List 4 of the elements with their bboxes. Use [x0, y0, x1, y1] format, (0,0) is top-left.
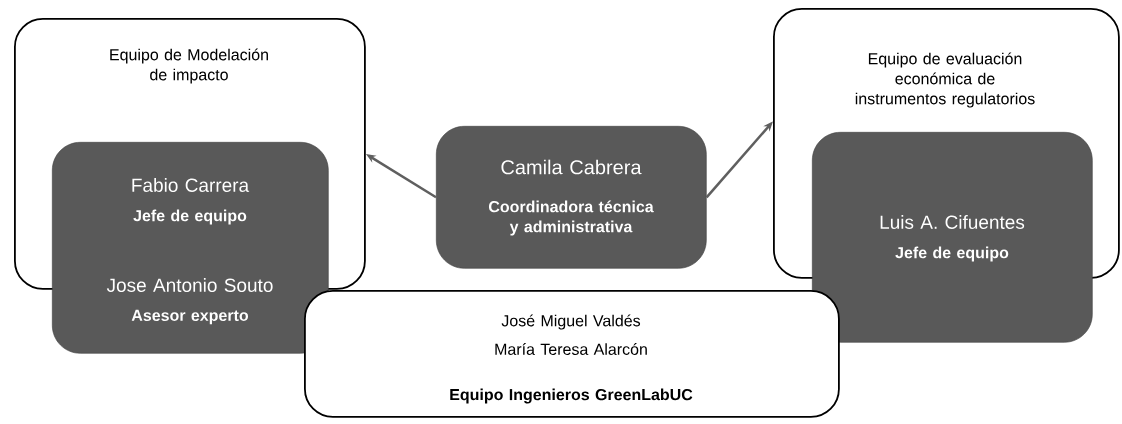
person-box: Camila Cabrera Coordinadora técnica y administrativa: [436, 126, 707, 269]
person-box: Fabio Carrera Jefe de equipo Jose Antonio Souto Asesor experto: [52, 142, 329, 354]
person-box: Luis A. Cifuentes Jefe de equipo: [812, 132, 1093, 343]
team-box: José Miguel Valdés María Teresa Alarcón Equipo Ingenieros GreenLabUC: [304, 290, 840, 418]
